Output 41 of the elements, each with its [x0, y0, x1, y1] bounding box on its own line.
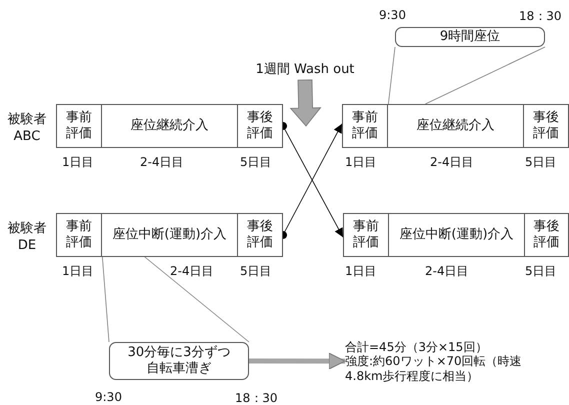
leader-line [388, 46, 396, 104]
timeline-cell: 座位中断(運動)介入 [388, 213, 525, 257]
day-label: 2-4日目 [170, 263, 214, 280]
rounded-box: 30分毎に3分ずつ自転車漕ぎ [109, 342, 249, 380]
timeline-cell: 事後評価 [524, 213, 569, 257]
timeline-cell: 事前評価 [56, 213, 102, 257]
leader-line [144, 256, 250, 342]
note-text: 合計=45分（3分×15回） [345, 340, 488, 354]
timeline-cell: 事前評価 [342, 104, 388, 148]
leader-line [424, 46, 546, 104]
time-label: 18：30 [235, 390, 278, 405]
day-label: 5日目 [240, 263, 272, 280]
timeline-cell: 事後評価 [237, 104, 283, 148]
timeline-cell: 座位中断(運動)介入 [101, 213, 238, 257]
time-label: 9:30 [95, 390, 122, 404]
subject-label: 被験者 ABC [6, 112, 48, 146]
timeline-cell: 事後評価 [237, 213, 283, 257]
direction-arrow [290, 79, 322, 127]
day-label: 5日目 [525, 154, 557, 171]
leader-line [102, 256, 110, 342]
day-label: 5日目 [240, 154, 272, 171]
day-label: 1日目 [345, 154, 377, 171]
day-label: 2-4日目 [430, 154, 474, 171]
time-label: 9:30 [379, 8, 406, 22]
subject-label: 被験者 DE [6, 221, 48, 255]
day-label: 1日目 [62, 263, 94, 280]
timeline-cell: 事前評価 [343, 213, 389, 257]
rounded-box: 9時間座位 [395, 27, 545, 47]
time-label: 18：30 [519, 8, 562, 25]
day-label: 1日目 [62, 154, 94, 171]
washout-text: 1週間 Wash out [250, 60, 360, 80]
day-label: 2-4日目 [425, 263, 469, 280]
timeline-cell: 事後評価 [523, 104, 569, 148]
timeline-cell: 座位継続介入 [387, 104, 524, 148]
timeline-cell: 事前評価 [56, 104, 102, 148]
day-label: 2-4日目 [140, 154, 184, 171]
day-label: 1日目 [345, 263, 377, 280]
note-text: 強度:約60ワット×70回転（時速4.8km歩行程度に相当） [345, 354, 523, 384]
day-label: 5日目 [525, 263, 557, 280]
arrow [249, 352, 346, 370]
timeline-cell: 座位継続介入 [101, 104, 238, 148]
